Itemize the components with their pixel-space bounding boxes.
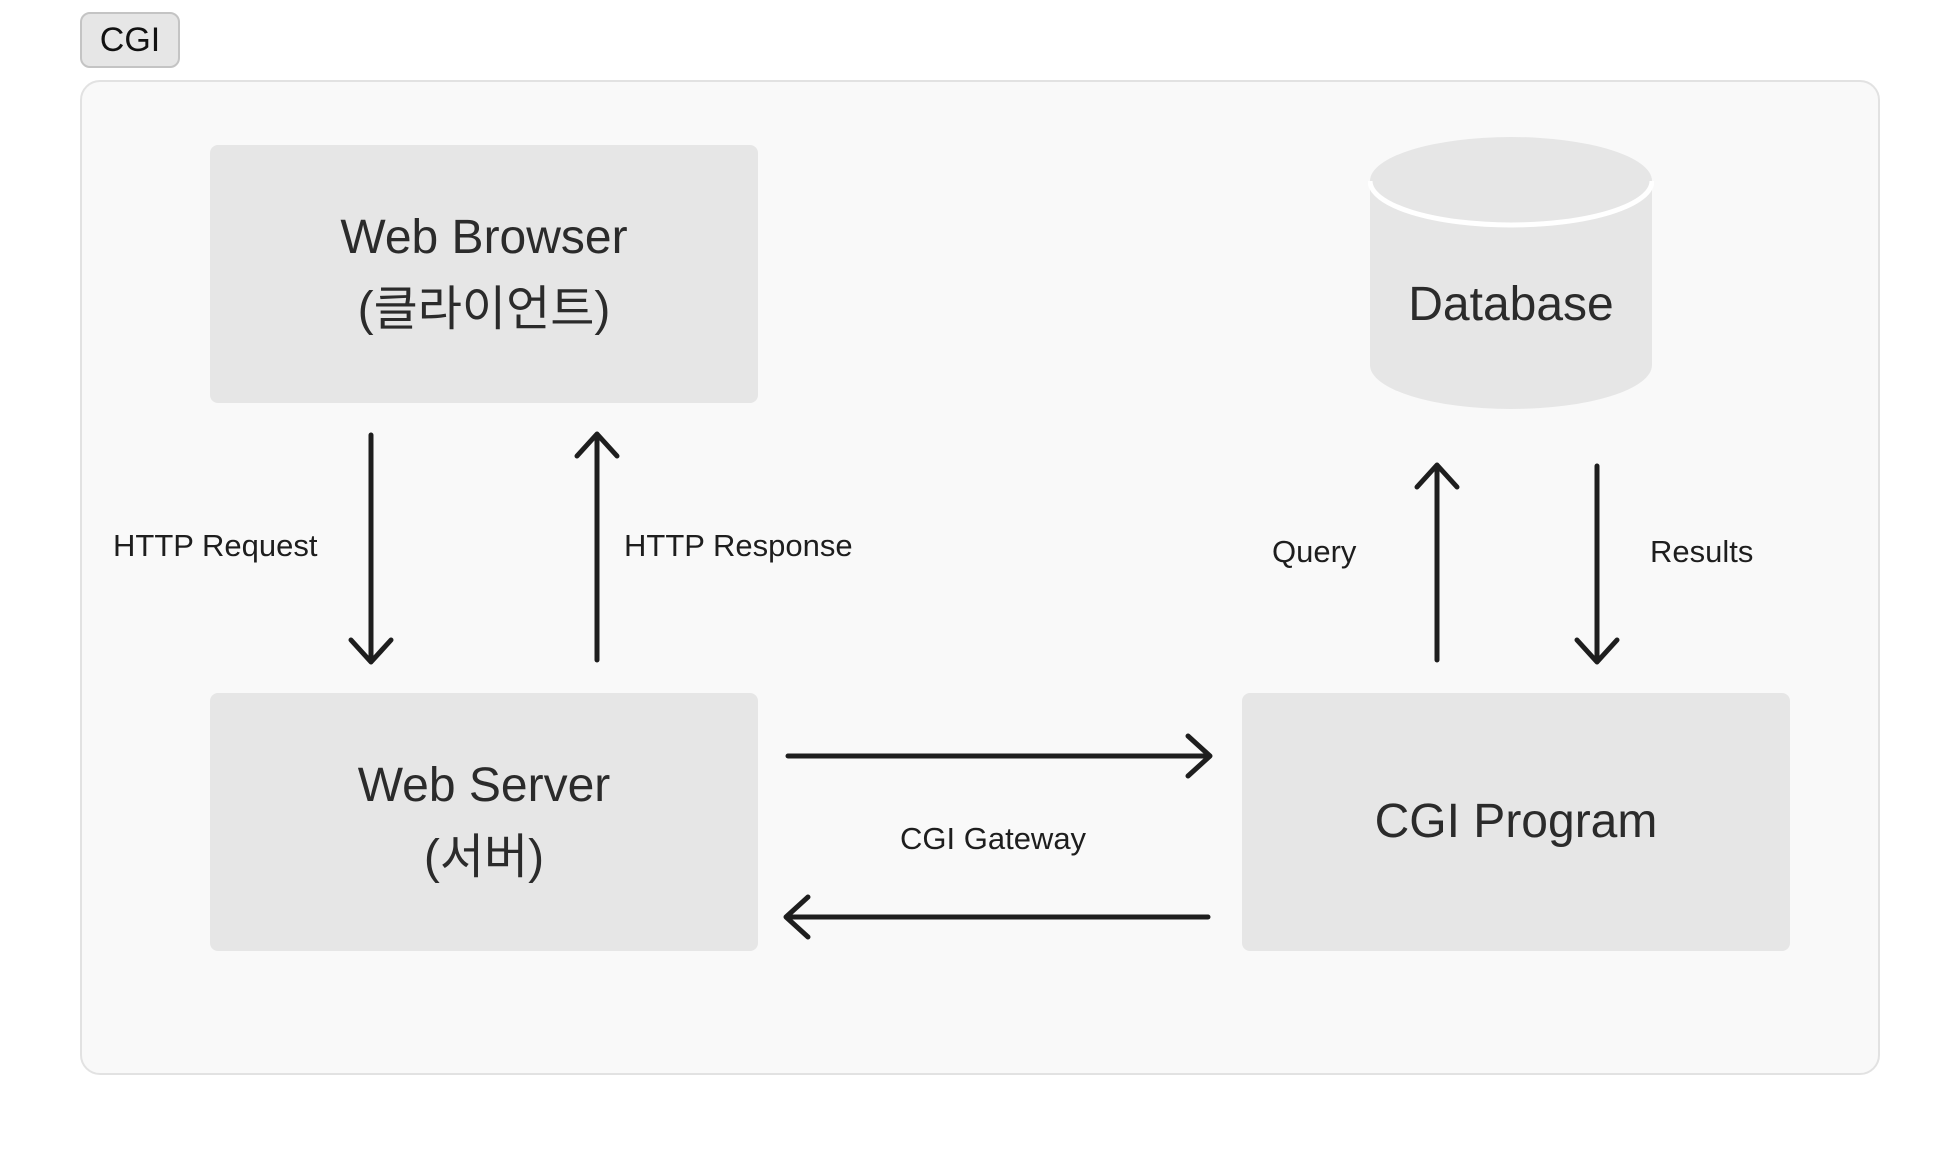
cgi-gateway-forward-arrow — [785, 733, 1213, 779]
web-browser-title: Web Browser — [340, 211, 628, 264]
cgi-program-node: CGI Program — [1242, 693, 1790, 951]
results-arrow — [1574, 463, 1620, 665]
cgi-program-title: CGI Program — [1374, 795, 1658, 848]
database-node: Database — [1368, 135, 1654, 411]
database-title: Database — [1408, 278, 1614, 331]
web-browser-node: Web Browser (클라이언트) — [210, 145, 758, 403]
web-server-subtitle: (서버) — [423, 831, 545, 884]
web-browser-subtitle: (클라이언트) — [357, 283, 611, 336]
web-server-node: Web Server (서버) — [210, 693, 758, 951]
http-response-label: HTTP Response — [624, 528, 853, 563]
web-server-title: Web Server — [357, 759, 611, 812]
cgi-tag[interactable]: CGI — [80, 12, 180, 68]
http-response-arrow — [574, 431, 620, 663]
query-label: Query — [1272, 534, 1357, 569]
cgi-gateway-label: CGI Gateway — [900, 821, 1087, 856]
http-request-label: HTTP Request — [113, 528, 318, 563]
query-arrow — [1414, 462, 1460, 663]
cgi-gateway-return-arrow — [783, 894, 1211, 940]
database-cylinder-icon — [1368, 137, 1654, 409]
http-request-arrow — [348, 432, 394, 665]
results-label: Results — [1650, 534, 1754, 569]
